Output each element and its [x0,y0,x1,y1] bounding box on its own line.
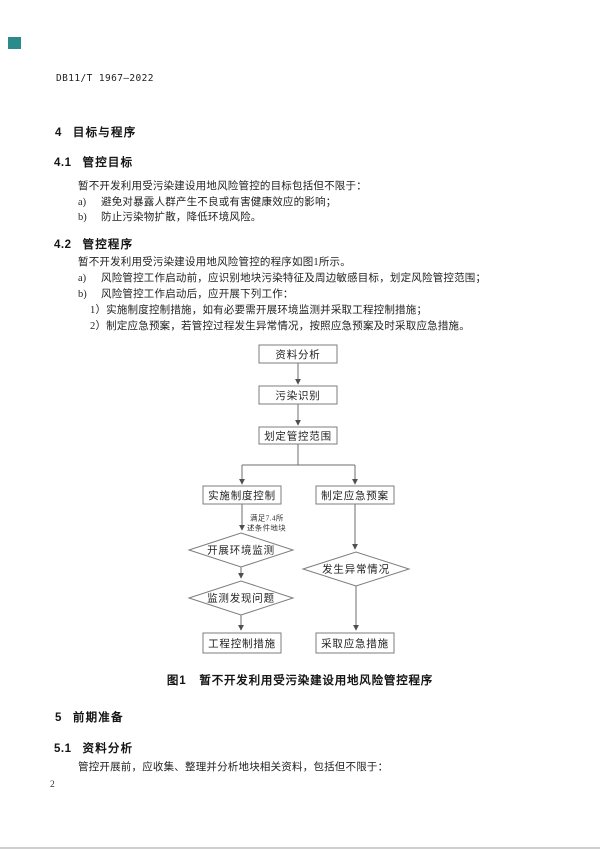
svg-text:制定应急预案: 制定应急预案 [321,489,389,502]
edge-label-line2: 述条件地块 [247,523,286,533]
section-4-heading: 4 目标与程序 [55,124,136,140]
svg-text:实施制度控制: 实施制度控制 [208,489,276,502]
list-marker: a) [78,197,87,208]
sub-list-item: 1）实施制度控制措施，如有必要需开展环境监测并采取工程控制措施； [90,305,428,316]
list-item: a) 风险管控工作启动前，应识别地块污染特征及周边敏感目标，划定风险管控范围； [78,272,486,285]
list-item: b) 防止污染物扩散，降低环境风险。 [78,211,262,224]
sub-list-item: 2）制定应急预案，若管控过程发生异常情况，按照应急预案及时采取应急措施。 [90,321,470,332]
list-marker: a) [78,273,87,284]
list-marker: b) [78,212,87,223]
list-text: 避免对暴露人群产生不良或有害健康效应的影响； [101,197,337,208]
svg-text:发生异常情况: 发生异常情况 [322,563,390,576]
list-text: 防止污染物扩散，降低环境风险。 [101,212,262,223]
section-41-heading: 4.1 管控目标 [54,154,133,170]
section-4-number: 4 [55,127,62,139]
edge-label-line1: 满足7.4所 [250,513,284,523]
document-number: DB11/T 1967—2022 [56,73,154,84]
flow-node-engineering-control-measures: 工程控制措施 [202,632,282,654]
section-42-number: 4.2 [54,239,72,251]
flow-decision-abnormal-situation: 发生异常情况 [301,551,411,587]
svg-text:工程控制措施: 工程控制措施 [208,637,276,650]
section-5-heading: 5 前期准备 [55,709,124,725]
list-text: 风险管控工作启动前，应识别地块污染特征及周边敏感目标，划定风险管控范围； [101,273,487,284]
section-5-title: 前期准备 [72,712,124,724]
paragraph-42-intro: 暂不开发利用受污染建设用地风险管控的程序如图1所示。 [78,257,351,268]
section-51-number: 5.1 [54,743,72,755]
paragraph-41-intro: 暂不开发利用受污染建设用地风险管控的目标包括但不限于： [78,181,367,192]
flow-node-delineate-control-scope: 划定管控范围 [258,426,338,445]
section-5-number: 5 [55,712,62,724]
svg-text:采取应急措施: 采取应急措施 [321,637,389,650]
svg-text:监测发现问题: 监测发现问题 [207,592,275,605]
section-41-number: 4.1 [54,157,72,169]
list-text: 风险管控工作启动后，应开展下列工作： [101,289,294,300]
paragraph-51-intro: 管控开展前，应收集、整理并分析地块相关资料，包括但不限于： [78,762,389,773]
list-item: a) 避免对暴露人群产生不良或有害健康效应的影响； [78,196,336,209]
svg-text:开展环境监测: 开展环境监测 [207,544,275,557]
teal-marker [8,37,21,49]
section-51-title: 资料分析 [82,743,134,755]
section-42-title: 管控程序 [82,239,134,251]
svg-text:资料分析: 资料分析 [275,348,320,361]
figure-caption: 图1 暂不开发利用受污染建设用地风险管控程序 [140,672,460,688]
flow-node-emergency-measures: 采取应急措施 [315,632,395,654]
flow-decision-environmental-monitoring: 开展环境监测 [187,532,295,568]
flow-decision-monitoring-problem-found: 监测发现问题 [187,580,295,616]
flow-node-pollution-identification: 污染识别 [258,385,338,405]
flowchart-figure: 满足7.4所 述条件地块 资料分析 污染识别 划定管控范围 实施制度控制 制定应… [187,344,411,654]
flow-node-institutional-control: 实施制度控制 [202,485,282,505]
figure-title: 暂不开发利用受污染建设用地风险管控程序 [199,675,434,687]
bottom-rule [0,847,600,849]
section-42-heading: 4.2 管控程序 [54,236,133,252]
section-4-title: 目标与程序 [72,127,137,139]
flow-node-data-analysis: 资料分析 [258,344,338,364]
flow-node-emergency-plan: 制定应急预案 [315,485,395,505]
svg-text:划定管控范围: 划定管控范围 [264,430,332,443]
figure-label: 图1 [166,675,187,687]
flow-connectors [238,363,359,631]
list-item: b) 风险管控工作启动后，应开展下列工作： [78,288,294,301]
section-41-title: 管控目标 [82,157,134,169]
page-number: 2 [50,780,55,790]
section-51-heading: 5.1 资料分析 [54,740,133,756]
list-marker: b) [78,289,87,300]
svg-text:污染识别: 污染识别 [275,389,320,402]
